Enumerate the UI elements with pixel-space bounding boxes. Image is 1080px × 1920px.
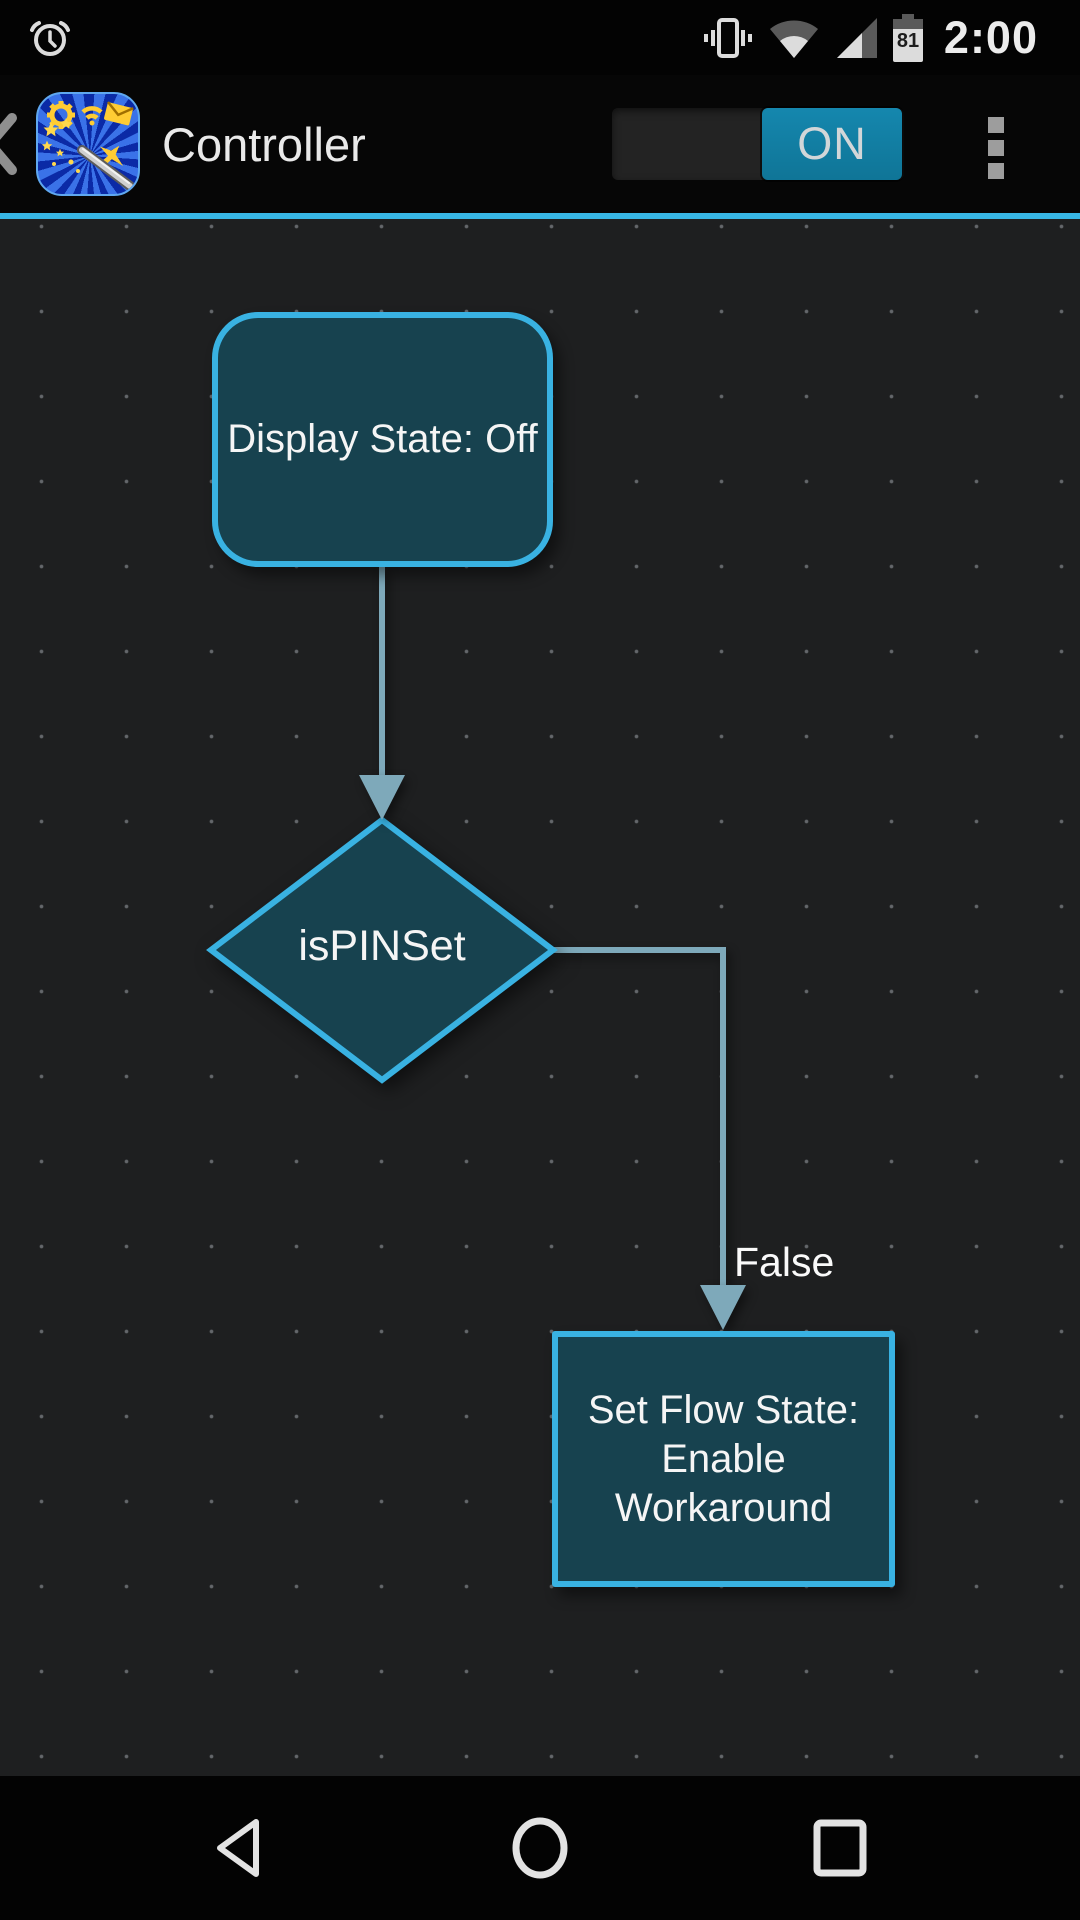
- flowchart-edges: [206, 567, 746, 1330]
- nav-recents-button[interactable]: [790, 1798, 890, 1898]
- alarm-icon: [30, 20, 70, 56]
- flow-enabled-toggle[interactable]: ON: [612, 108, 904, 180]
- navigation-bar: [0, 1776, 1080, 1920]
- edge-false: [553, 947, 726, 1287]
- wifi-icon: [769, 19, 818, 58]
- edge-false-label: False: [734, 1239, 835, 1285]
- back-chevron-icon[interactable]: [0, 112, 28, 176]
- accent-divider: [0, 213, 1080, 219]
- toggle-state-label: ON: [797, 118, 867, 169]
- node-display-state-label: Display State: Off: [227, 417, 538, 461]
- status-bar: 81 2:00: [0, 0, 1080, 75]
- mail-icon: [104, 101, 134, 126]
- app-bar: Controller ON: [0, 75, 1080, 213]
- battery-icon: 81: [892, 13, 923, 62]
- flowchart-canvas[interactable]: Display State: Off isPINSet False Set Fl…: [0, 219, 1080, 1776]
- app-icon[interactable]: [36, 92, 140, 196]
- overflow-menu-icon: [988, 117, 1004, 133]
- nav-home-button[interactable]: [490, 1798, 590, 1898]
- wand-icon: [77, 145, 135, 191]
- battery-percent-text: 81: [897, 30, 919, 52]
- nav-back-button[interactable]: [190, 1798, 290, 1898]
- node-set-flow-state[interactable]: Set Flow State: Enable Workaround: [552, 1331, 895, 1587]
- back-triangle-icon: [217, 1819, 259, 1877]
- recents-square-icon: [813, 1819, 867, 1877]
- node-decision-label: isPINSet: [298, 922, 466, 970]
- node-action-line: Set Flow State:: [587, 1387, 860, 1432]
- node-action-line: Workaround: [614, 1485, 833, 1530]
- page-title: Controller: [162, 117, 366, 171]
- clock-text: 2:00: [943, 11, 1038, 63]
- node-decision-diamond[interactable]: [206, 816, 558, 1084]
- wifi-mini-icon: [81, 106, 103, 126]
- toggle-thumb[interactable]: ON: [762, 108, 902, 180]
- node-action-line: Enable: [661, 1436, 786, 1481]
- overflow-menu-icon: [988, 140, 1004, 156]
- overflow-menu-icon: [988, 163, 1004, 179]
- node-display-state[interactable]: Display State: Off: [212, 312, 553, 567]
- overflow-menu-button[interactable]: [984, 113, 1008, 183]
- gear-icon: [47, 101, 75, 129]
- vibrate-icon: [703, 17, 752, 58]
- stars-icon: [41, 118, 80, 173]
- arrowhead-to-action: [700, 1285, 746, 1330]
- home-circle-icon: [512, 1817, 568, 1879]
- cell-signal-icon: [836, 17, 877, 58]
- arrowhead-to-decision: [359, 775, 405, 820]
